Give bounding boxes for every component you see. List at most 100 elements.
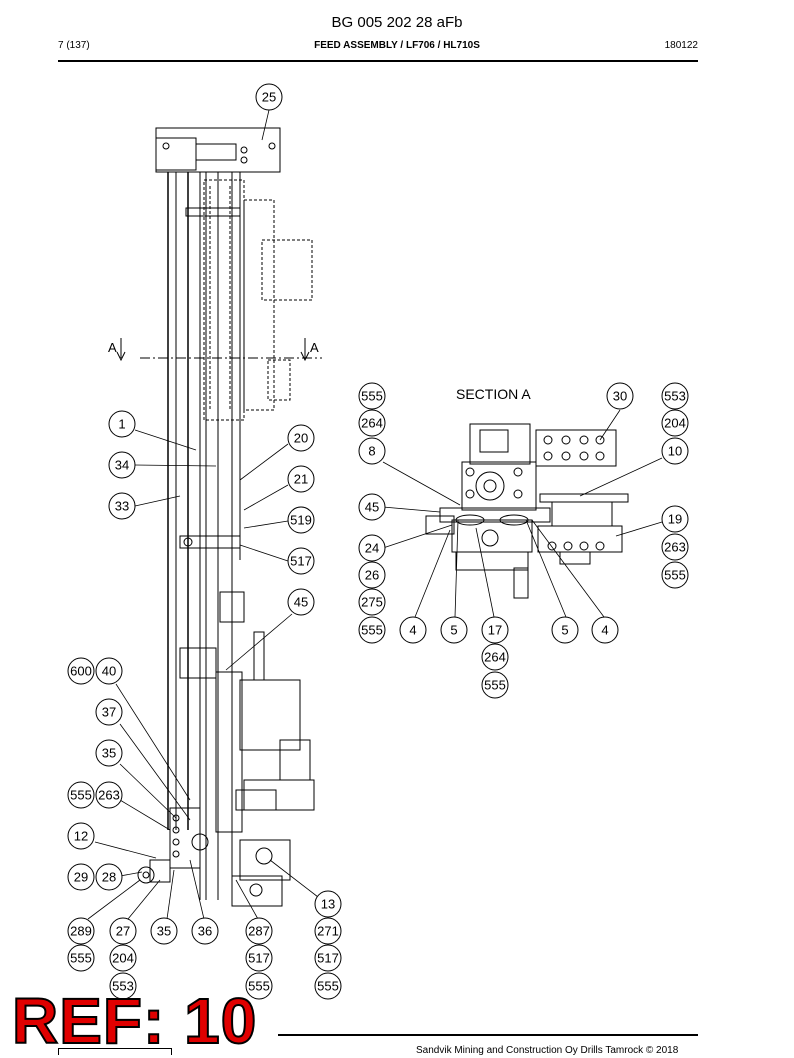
callout-bubble bbox=[358, 616, 386, 644]
callout-number: 517 bbox=[317, 951, 339, 966]
callout-bubble bbox=[287, 588, 315, 616]
callout-bubble bbox=[67, 917, 95, 945]
callout-number: 35 bbox=[102, 746, 116, 761]
callout-bubble bbox=[314, 944, 342, 972]
callout-bubble bbox=[108, 410, 136, 438]
document-date: 180122 bbox=[664, 40, 698, 51]
callout-bubble bbox=[191, 917, 219, 945]
callout-number: 40 bbox=[102, 664, 116, 679]
callout-bubble bbox=[314, 972, 342, 1000]
callout-number: 275 bbox=[361, 595, 383, 610]
callout-bubble bbox=[150, 917, 178, 945]
callout-bubble bbox=[67, 863, 95, 891]
callout-bubble bbox=[358, 588, 386, 616]
rock-drill-hidden bbox=[203, 179, 313, 421]
callout-number: 5 bbox=[561, 623, 568, 638]
callout-bubble bbox=[287, 547, 315, 575]
callout-bubble bbox=[287, 424, 315, 452]
callout-bubble bbox=[67, 944, 95, 972]
callout-bubble bbox=[108, 492, 136, 520]
callout-number: 555 bbox=[361, 623, 383, 638]
page-count: 7 (137) bbox=[58, 40, 90, 51]
callout-bubble bbox=[255, 83, 283, 111]
callout-bubble bbox=[358, 493, 386, 521]
callout-bubble bbox=[591, 616, 619, 644]
callout-bubble bbox=[399, 616, 427, 644]
callout-bubble bbox=[358, 409, 386, 437]
callout-number: 555 bbox=[317, 979, 339, 994]
callout-number: 13 bbox=[321, 897, 335, 912]
callout-bubble bbox=[314, 890, 342, 918]
callout-number: 271 bbox=[317, 924, 339, 939]
callout-number: 555 bbox=[484, 678, 506, 693]
callout-bubble bbox=[661, 409, 689, 437]
callout-number: 26 bbox=[365, 568, 379, 583]
callout-number: 263 bbox=[98, 788, 120, 803]
callout-bubble bbox=[109, 917, 137, 945]
callout-bubble bbox=[287, 465, 315, 493]
footer-logo bbox=[58, 1048, 172, 1055]
section-a-drawing bbox=[425, 423, 629, 599]
callout-bubble bbox=[358, 534, 386, 562]
header-rule bbox=[58, 60, 698, 62]
callout-bubble bbox=[245, 972, 273, 1000]
callout-bubble bbox=[108, 451, 136, 479]
section-marker-right: A bbox=[310, 340, 319, 355]
callout-number: 25 bbox=[262, 90, 276, 105]
callout-number: 204 bbox=[112, 951, 134, 966]
section-drill-body bbox=[469, 423, 531, 465]
callout-number: 21 bbox=[294, 472, 308, 487]
callout-bubble bbox=[95, 739, 123, 767]
callout-number: 27 bbox=[116, 924, 130, 939]
callout-number: 555 bbox=[361, 389, 383, 404]
callout-bubble bbox=[481, 671, 509, 699]
callout-number: 555 bbox=[70, 951, 92, 966]
callout-bubble bbox=[95, 698, 123, 726]
feed-end-block bbox=[155, 127, 281, 173]
callout-number: 37 bbox=[102, 705, 116, 720]
callout-number: 5 bbox=[450, 623, 457, 638]
callout-number: 8 bbox=[368, 444, 375, 459]
callout-bubble bbox=[109, 944, 137, 972]
callout-number: 12 bbox=[74, 829, 88, 844]
section-title: SECTION A bbox=[456, 386, 531, 402]
callout-bubble bbox=[661, 533, 689, 561]
callout-bubble bbox=[67, 657, 95, 685]
callout-bubble bbox=[287, 506, 315, 534]
callout-bubble bbox=[440, 616, 468, 644]
callout-bubble bbox=[481, 616, 509, 644]
callout-number: 287 bbox=[248, 924, 270, 939]
callout-bubble bbox=[661, 382, 689, 410]
callout-bubble bbox=[245, 944, 273, 972]
callout-number: 555 bbox=[70, 788, 92, 803]
callout-number: 553 bbox=[112, 979, 134, 994]
callout-bubble bbox=[358, 382, 386, 410]
callout-number: 45 bbox=[294, 595, 308, 610]
callout-number: 35 bbox=[157, 924, 171, 939]
callout-number: 204 bbox=[664, 416, 686, 431]
callout-number: 34 bbox=[115, 458, 129, 473]
callout-number: 33 bbox=[115, 499, 129, 514]
document-number: BG 005 202 28 aFb bbox=[331, 14, 463, 31]
callout-bubble bbox=[95, 781, 123, 809]
callout-number: 10 bbox=[668, 444, 682, 459]
callout-number: 600 bbox=[70, 664, 92, 679]
callout-bubble bbox=[109, 972, 137, 1000]
callout-number: 36 bbox=[198, 924, 212, 939]
callout-bubble bbox=[314, 917, 342, 945]
callout-number: 555 bbox=[664, 568, 686, 583]
callout-bubble bbox=[358, 561, 386, 589]
callout-bubble bbox=[95, 863, 123, 891]
feed-assembly-drawing bbox=[116, 127, 322, 907]
callout-number: 4 bbox=[601, 623, 608, 638]
callout-number: 289 bbox=[70, 924, 92, 939]
callout-bubble bbox=[358, 437, 386, 465]
callout-bubble bbox=[67, 781, 95, 809]
reference-stamp: REF: 10 bbox=[11, 984, 258, 1058]
callout-number: 45 bbox=[365, 500, 379, 515]
callout-number: 519 bbox=[290, 513, 312, 528]
section-marker-left: A bbox=[108, 340, 117, 355]
callout-number: 20 bbox=[294, 431, 308, 446]
